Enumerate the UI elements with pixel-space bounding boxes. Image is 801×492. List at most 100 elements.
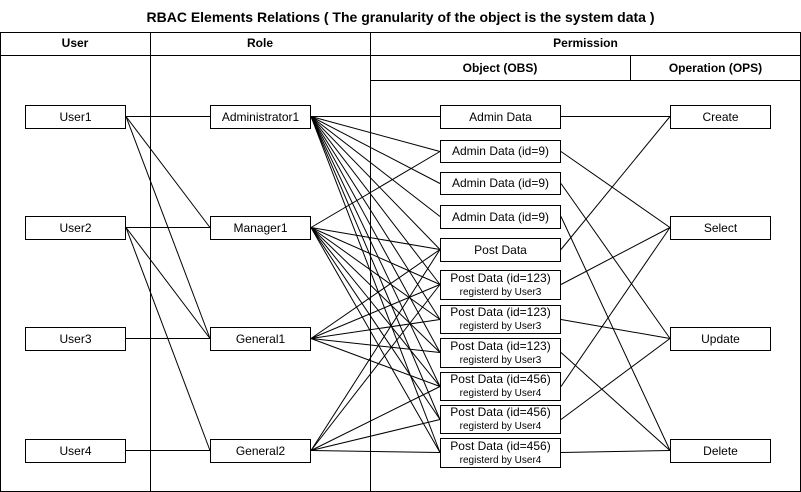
- object-operation-link: [560, 216, 671, 451]
- role-object-link: [310, 116, 441, 285]
- object-owner-note: registerd by User4: [459, 388, 542, 399]
- object-label: Post Data: [474, 242, 527, 257]
- operation-label: Create: [702, 109, 739, 124]
- role-object-link: [310, 116, 441, 453]
- user-label: User1: [59, 109, 92, 124]
- role-object-link: [310, 249, 441, 451]
- role-object-link: [310, 227, 441, 453]
- role-object-link: [310, 151, 441, 228]
- object-owner-note: registerd by User3: [459, 354, 542, 366]
- object-box: Post Data (id=123) registerd by User3: [440, 338, 561, 368]
- object-label: Admin Data: [469, 109, 532, 124]
- object-box: Post Data (id=123) registerd by User3: [440, 270, 561, 300]
- operation-label: Select: [703, 220, 738, 235]
- header-divider: [0, 55, 801, 56]
- role-object-link: [310, 116, 441, 152]
- operation-box: Update: [670, 327, 771, 351]
- user-role-link: [125, 227, 211, 339]
- object-box: Post Data (id=123) registerd by User3: [440, 305, 561, 334]
- object-label: Post Data (id=123): [450, 270, 551, 285]
- operation-label: Update: [701, 331, 740, 346]
- user-box: User1: [25, 105, 126, 129]
- object-box: Admin Data: [440, 105, 561, 129]
- operation-label: Delete: [703, 443, 738, 458]
- role-object-link: [310, 227, 441, 285]
- object-box: Post Data (id=456) registerd by User4: [440, 438, 561, 468]
- object-operation-link: [560, 227, 671, 387]
- object-box: Post Data: [440, 238, 561, 262]
- object-box: Post Data (id=456) registerd by User4: [440, 372, 561, 401]
- role-object-link: [310, 116, 441, 353]
- role-object-link: [310, 338, 441, 387]
- role-label: General2: [235, 443, 286, 458]
- role-object-link: [310, 116, 441, 184]
- role-object-link: [310, 386, 441, 451]
- object-owner-note: registerd by User4: [459, 421, 542, 432]
- column-header-operation: Operation (OPS): [668, 61, 763, 75]
- object-label: Admin Data (id=9): [451, 209, 550, 224]
- object-operation-link: [560, 116, 671, 250]
- role-box: Administrator1: [210, 105, 311, 129]
- role-label: Administrator1: [221, 109, 300, 124]
- diagram-title: RBAC Elements Relations ( The granularit…: [146, 9, 655, 25]
- object-operation-link: [560, 338, 671, 420]
- role-object-link: [310, 419, 441, 451]
- object-box: Admin Data (id=9): [440, 172, 561, 195]
- object-operation-link: [560, 319, 671, 339]
- object-label: Admin Data (id=9): [451, 176, 550, 190]
- user-box: User3: [25, 327, 126, 351]
- user-label: User4: [59, 443, 92, 458]
- user-box: User4: [25, 439, 126, 463]
- role-box: Manager1: [210, 216, 311, 240]
- object-label: Post Data (id=123): [450, 338, 551, 353]
- role-object-link: [310, 284, 441, 451]
- column-header-user: User: [61, 36, 89, 50]
- role-object-link: [310, 338, 441, 353]
- role-object-link: [310, 116, 441, 420]
- user-label: User3: [59, 331, 92, 346]
- object-owner-note: registerd by User3: [459, 286, 542, 298]
- role-object-link: [310, 116, 441, 387]
- column-divider-object-operation: [630, 55, 631, 80]
- role-object-link: [310, 227, 441, 420]
- operation-box: Create: [670, 105, 771, 129]
- role-object-link: [310, 227, 441, 320]
- object-box: Post Data (id=456) registerd by User4: [440, 405, 561, 434]
- object-label: Post Data (id=456): [450, 372, 551, 386]
- object-label: Admin Data (id=9): [451, 144, 550, 158]
- operation-box: Select: [670, 216, 771, 240]
- object-operation-link: [560, 183, 671, 339]
- column-header-object: Object (OBS): [462, 61, 538, 75]
- object-label: Post Data (id=456): [450, 438, 551, 453]
- role-box: General2: [210, 439, 311, 463]
- role-object-link: [310, 450, 441, 453]
- object-operation-link: [560, 227, 671, 285]
- role-object-link: [310, 319, 441, 339]
- role-object-link: [310, 227, 441, 353]
- role-object-link: [310, 227, 441, 387]
- role-object-link: [310, 284, 441, 339]
- object-box: Admin Data (id=9): [440, 205, 561, 229]
- role-object-link: [310, 116, 441, 250]
- column-header-role: Role: [246, 36, 273, 50]
- object-owner-note: registerd by User4: [459, 454, 542, 466]
- role-label: General1: [235, 331, 286, 346]
- user-label: User2: [59, 220, 92, 235]
- user-box: User2: [25, 216, 126, 240]
- role-object-link: [310, 116, 441, 217]
- object-label: Post Data (id=456): [450, 405, 551, 419]
- role-object-link: [310, 227, 441, 250]
- subheader-divider: [370, 80, 801, 81]
- column-header-permission: Permission: [553, 36, 618, 50]
- object-label: Post Data (id=123): [450, 305, 551, 319]
- role-label: Manager1: [233, 220, 288, 235]
- object-operation-link: [560, 450, 671, 453]
- operation-box: Delete: [670, 439, 771, 463]
- object-operation-link: [560, 352, 671, 451]
- column-divider-user-role: [150, 32, 151, 492]
- object-operation-link: [560, 151, 671, 228]
- column-divider-role-permission: [370, 32, 371, 492]
- user-role-link: [125, 116, 211, 228]
- role-object-link: [310, 116, 441, 320]
